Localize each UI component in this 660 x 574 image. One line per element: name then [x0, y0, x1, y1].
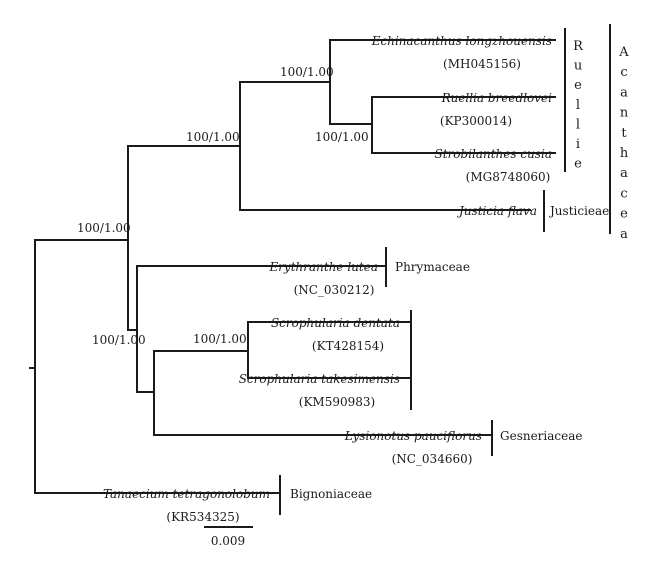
support-node-acanthaceae: 100/1.00 [186, 130, 240, 144]
support-values: 100/1.00 100/1.00 100/1.00 100/1.00 100/1.00… [77, 65, 369, 347]
taxon-name-justicia: Justicia flava [456, 204, 537, 218]
scale-bar-label: 0.009 [211, 534, 245, 548]
tree-branches [29, 39, 556, 494]
taxon-accession-scroph-dentata: (KT428154) [312, 339, 384, 353]
scale-bar: 0.009 [204, 526, 253, 548]
taxon-name-erythranthe: Erythranthe lutea [268, 260, 378, 274]
taxon-name-lysionotus: Lysionotus pauciflorus [344, 429, 482, 443]
taxon-labels: Echinacanthus longzhouensis (MH045156) Rue… [103, 34, 552, 524]
support-node-ruellia-strobilanthes: 100/1.00 [315, 130, 369, 144]
taxon-name-scroph-takesimensis: Scrophularia takesimensis [239, 372, 400, 386]
support-node-ruellieae: 100/1.00 [280, 65, 334, 79]
taxon-name-tanaecium: Tanaecium tetragonolobum [103, 487, 270, 501]
taxon-accession-lysionotus: (NC_034660) [392, 452, 473, 466]
support-node-ingroup: 100/1.00 [77, 221, 131, 235]
taxon-accession-tanaecium: (KR534325) [166, 510, 239, 524]
taxon-name-scroph-dentata: Scrophularia dentata [271, 316, 400, 330]
group-label-gesneriaceae: Gesneriaceae [500, 429, 582, 443]
support-node-scrophularia: 100/1.00 [193, 332, 247, 346]
taxon-name-echinacanthus: Echinacanthus longzhouensis [371, 34, 552, 48]
group-label-bignoniaceae: Bignoniaceae [290, 487, 372, 501]
group-label-phrymaceae: Phrymaceae [395, 260, 470, 274]
support-node-lamiales-lower: 100/1.00 [92, 333, 146, 347]
taxon-accession-scroph-takesimensis: (KM590983) [299, 395, 375, 409]
taxon-accession-echinacanthus: (MH045156) [443, 57, 521, 71]
taxon-accession-ruellia: (KP300014) [440, 114, 512, 128]
group-label-justicieae: Justicieae [548, 204, 609, 218]
taxon-name-ruellia: Ruellia breedlovei [441, 91, 553, 105]
taxon-accession-strobilanthes: (MG8748060) [466, 170, 551, 184]
taxon-name-strobilanthes: Strobilanthes cusia [435, 147, 552, 161]
taxon-accession-erythranthe: (NC_030212) [294, 283, 375, 297]
